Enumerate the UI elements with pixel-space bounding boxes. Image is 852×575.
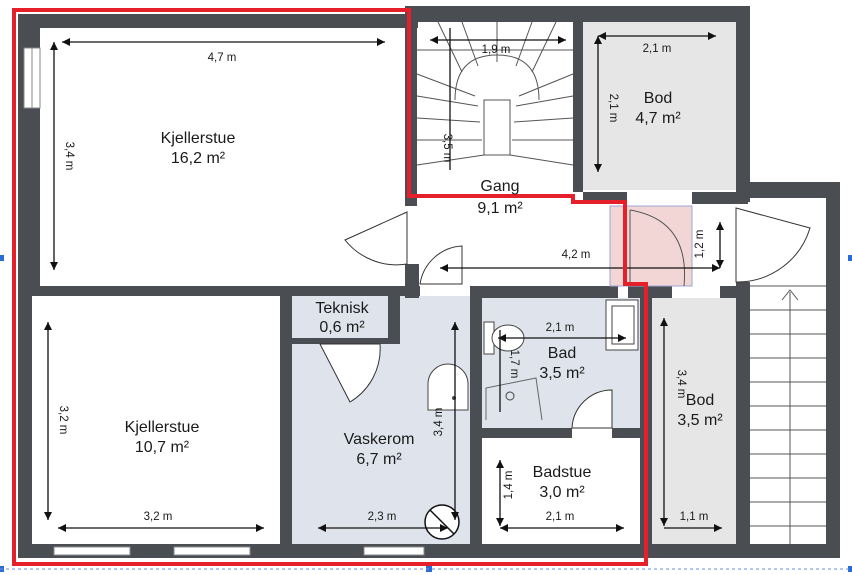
- sink-icon: [605, 299, 639, 351]
- washbasin-icon: [427, 363, 469, 411]
- exterior-stairs-icon: [750, 285, 826, 544]
- dim-kjellerstue-bottom-width: 3,2 m: [144, 511, 173, 523]
- door-bad[interactable]: [571, 389, 613, 429]
- shower-drain-icon: [485, 377, 543, 421]
- room-area-kjellerstue-bottom: 10,7 m²: [135, 439, 190, 456]
- dimension-labels: 4,7 m 3,4 m 1,9 m 3,5 m 2,1 m 2,1 m 4,2 …: [57, 43, 708, 523]
- room-labels: Kjellerstue 16,2 m² Kjellerstue 10,7 m² …: [125, 90, 724, 501]
- room-area-bad: 3,5 m²: [539, 365, 585, 382]
- windows: [23, 47, 425, 556]
- selection-handle-icon[interactable]: [0, 255, 852, 572]
- floor-kjellerstue-bottom[interactable]: [30, 298, 280, 544]
- room-name-teknisk: Teknisk: [315, 300, 369, 317]
- room-name-bod-right: Bod: [686, 392, 714, 409]
- floor-drain-icon: [424, 504, 460, 540]
- room-name-kjellerstue-bottom: Kjellerstue: [125, 419, 200, 436]
- window-bottom-1: [53, 546, 131, 556]
- staircase-icon: [416, 21, 574, 166]
- room-area-bod-right: 3,5 m²: [677, 412, 723, 429]
- dim-vaskerom-width: 2,3 m: [368, 511, 397, 523]
- selection-outline[interactable]: [12, 8, 648, 566]
- dim-bod-top-width: 2,1 m: [643, 43, 672, 55]
- dimension-lines: [44, 28, 724, 532]
- room-area-vaskerom: 6,7 m²: [356, 451, 402, 468]
- room-area-kjellerstue-top: 16,2 m²: [171, 150, 226, 167]
- floor-bod-right[interactable]: [652, 298, 738, 544]
- dim-badstue-width: 2,1 m: [546, 511, 575, 523]
- dim-stairs-width: 1,9 m: [482, 44, 511, 56]
- dim-bad-height: 1,7 m: [508, 350, 520, 379]
- room-name-bad: Bad: [548, 345, 576, 362]
- room-area-badstue: 3,0 m²: [539, 484, 585, 501]
- room-area-gang: 9,1 m²: [477, 200, 523, 217]
- dim-stairs-height: 3,5 m: [441, 134, 453, 163]
- room-area-bod-top: 4,7 m²: [635, 110, 681, 127]
- room-name-vaskerom: Vaskerom: [344, 431, 415, 448]
- floor-kjellerstue-top[interactable]: [40, 28, 407, 296]
- dim-badstue-height: 1,4 m: [503, 471, 515, 500]
- floor-bod-top[interactable]: [583, 22, 736, 194]
- dim-bod-right-height: 3,4 m: [675, 370, 687, 399]
- door-exterior[interactable]: [735, 207, 811, 283]
- dim-kjellerstue-bottom-height: 3,2 m: [57, 406, 69, 435]
- floor-vaskerom[interactable]: [292, 296, 470, 544]
- window-bottom-3: [363, 546, 425, 556]
- door-gang-vaskerom[interactable]: [419, 245, 463, 285]
- room-name-gang: Gang: [480, 178, 519, 195]
- dim-gang-width: 4,2 m: [562, 249, 591, 261]
- door-bod-highlighted[interactable]: [609, 205, 693, 287]
- room-area-teknisk: 0,6 m²: [319, 319, 365, 336]
- floor-badstue[interactable]: [482, 438, 640, 544]
- dim-gang-height: 1,2 m: [694, 230, 706, 259]
- dim-kjellerstue-top-height: 3,4 m: [63, 142, 75, 171]
- dim-kjellerstue-top-width: 4,7 m: [208, 52, 237, 64]
- dim-vaskerom-height: 3,4 m: [433, 408, 445, 437]
- door-kjellerstue-gang[interactable]: [344, 211, 408, 266]
- room-name-badstue: Badstue: [533, 464, 592, 481]
- dim-bod-right-width: 1,1 m: [680, 511, 709, 523]
- dim-bod-top-height: 2,1 m: [607, 94, 619, 123]
- room-name-kjellerstue-top: Kjellerstue: [161, 130, 236, 147]
- door-teknisk[interactable]: [319, 343, 381, 403]
- fixtures: [424, 299, 639, 540]
- window-bottom-2: [173, 546, 251, 556]
- room-name-bod-top: Bod: [644, 90, 672, 107]
- dim-bad-width: 2,1 m: [546, 322, 575, 334]
